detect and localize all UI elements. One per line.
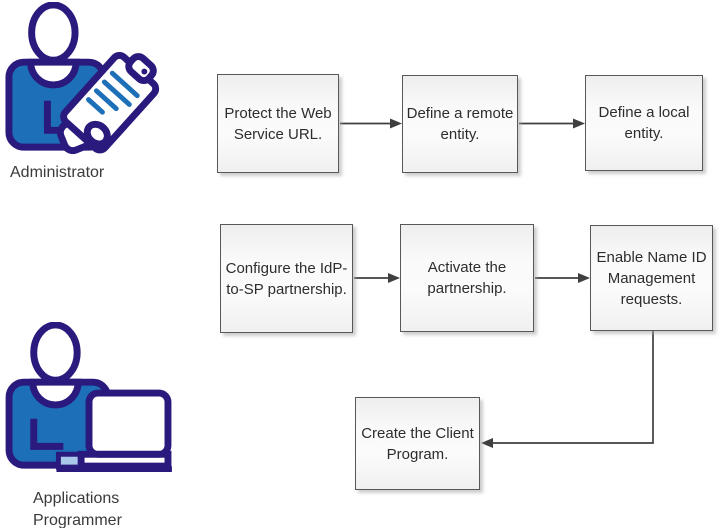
step-label: Activate the partnership.	[427, 259, 507, 297]
step-label: Enable Name ID Management requests.	[596, 248, 707, 308]
connector-enable-to-create	[481, 331, 654, 448]
step-enable-name-id-management-requests: Enable Name ID Management requests.	[590, 225, 713, 331]
step-define-remote-entity: Define a remote entity.	[402, 75, 518, 173]
step-label: Create the Client Program.	[361, 424, 474, 463]
step-label: Define a remote entity.	[406, 105, 514, 143]
step-label: Define a local entity.	[598, 104, 690, 142]
actor-applications-programmer-label: Applications Programmer	[33, 490, 122, 528]
actor-administrator	[2, 1, 160, 163]
actor-administrator-label: Administrator	[10, 164, 105, 181]
actor-applications-programmer	[2, 321, 178, 479]
step-label: Protect the Web Service URL.	[224, 104, 332, 143]
step-create-client-program: Create the Client Program.	[355, 397, 480, 490]
step-define-local-entity: Define a local entity.	[585, 75, 703, 171]
step-configure-idp-to-sp-partnership: Configure the IdP- to-SP partnership.	[220, 224, 353, 333]
step-protect-web-service-url: Protect the Web Service URL.	[217, 74, 339, 173]
person-with-clipboard-icon	[2, 1, 160, 162]
step-activate-partnership: Activate the partnership.	[400, 224, 534, 332]
person-with-laptop-icon	[2, 321, 178, 478]
step-label: Configure the IdP- to-SP partnership.	[225, 259, 348, 298]
